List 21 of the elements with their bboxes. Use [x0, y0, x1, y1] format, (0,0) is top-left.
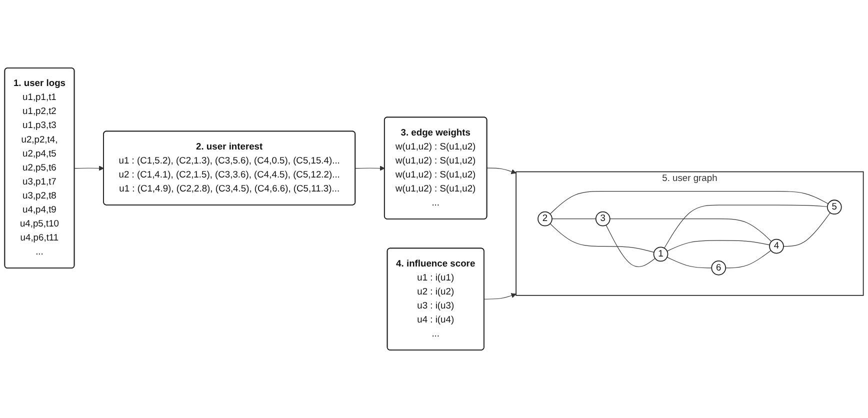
node-circle [769, 238, 784, 254]
connector [610, 218, 772, 242]
connector [666, 240, 770, 252]
connector [552, 218, 596, 220]
node-circle [538, 211, 552, 226]
arrow [355, 166, 385, 171]
arrow [486, 168, 516, 174]
connector [666, 256, 712, 268]
connector [606, 224, 656, 268]
connector [725, 250, 772, 268]
node-circle [653, 246, 668, 262]
node-circle [826, 200, 842, 215]
connector [664, 204, 828, 248]
cluster [516, 171, 864, 296]
connector [550, 223, 654, 253]
node-circle [595, 211, 610, 226]
node-circle [711, 260, 726, 276]
connector [550, 191, 829, 214]
arrow [484, 293, 516, 300]
arrow [74, 166, 104, 171]
connector [783, 212, 831, 247]
